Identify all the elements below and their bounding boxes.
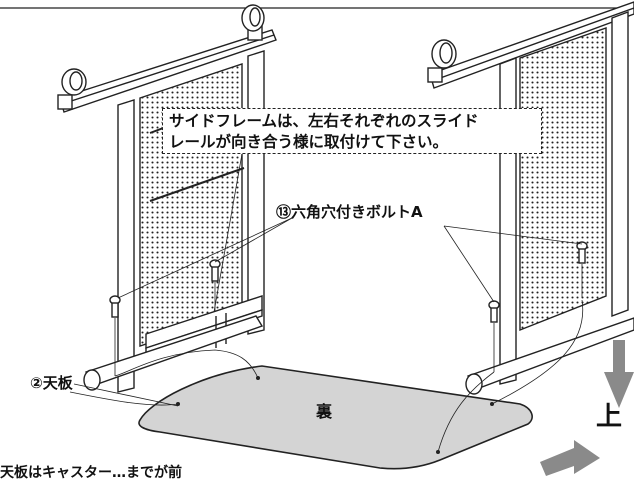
top-board-part-label: ②天板	[30, 374, 73, 392]
guide-lines	[69, 153, 584, 453]
left-side-frame	[57, 4, 277, 393]
right-side-frame	[427, 1, 634, 395]
down-arrow	[604, 340, 634, 408]
up-direction-label: 上	[596, 402, 623, 432]
left-knob-2	[241, 4, 265, 41]
callout-line-2: レールが向き合う様に取付けて下さい。	[169, 133, 449, 151]
left-bolt-1	[109, 295, 121, 376]
instruction-callout: サイドフレームは、左右それぞれのスライド レールが向き合う様に取付けて下さい。	[162, 108, 542, 154]
bottom-note-text: 天板はキャスター…までが前	[0, 465, 182, 481]
left-arrow	[540, 440, 600, 476]
top-board	[138, 365, 533, 470]
left-knob-1	[57, 68, 87, 110]
callout-line-1: サイドフレームは、左右それぞれのスライド	[169, 112, 479, 130]
right-bolt-1	[488, 300, 500, 372]
bolt-part-label: ⑬六角穴付きボルトA	[276, 203, 423, 221]
right-knob	[427, 39, 457, 83]
back-side-label: 裏	[316, 402, 333, 421]
